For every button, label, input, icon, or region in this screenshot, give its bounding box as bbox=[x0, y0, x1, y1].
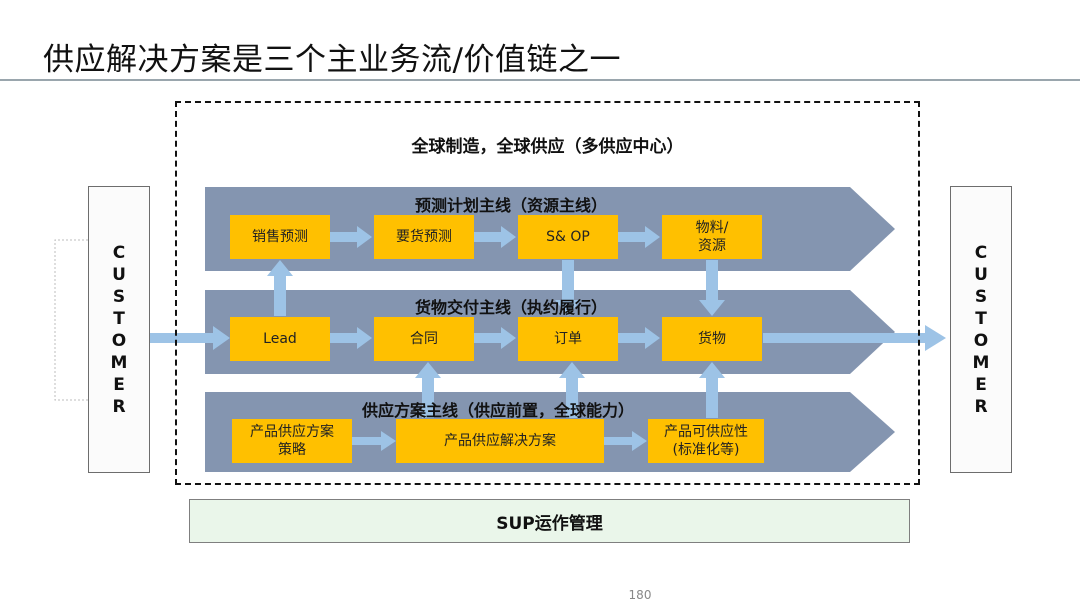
title-divider bbox=[0, 79, 1080, 81]
supply-lane-title: 供应方案主线（供应前置，全球能力） bbox=[362, 401, 635, 420]
customer-left-letter: C bbox=[112, 242, 126, 263]
page-number: 180 bbox=[628, 588, 652, 602]
customer-left-box: C U S T O M E R bbox=[88, 186, 150, 473]
customer-right-letter: E bbox=[975, 374, 987, 395]
customer-right-letter: U bbox=[974, 264, 988, 285]
frame-caption: 全球制造，全球供应（多供应中心） bbox=[411, 137, 684, 157]
customer-left-letter: U bbox=[112, 264, 126, 285]
goods-box: 货物 bbox=[662, 317, 762, 361]
delivery-lane-arrows bbox=[150, 325, 946, 351]
customer-right-letter: C bbox=[974, 242, 988, 263]
left-connector-lines bbox=[54, 239, 88, 401]
customer-left-letter: E bbox=[113, 374, 125, 395]
vertical-arrows bbox=[267, 260, 725, 418]
page-title: 供应解决方案是三个主业务流/价值链之一 bbox=[43, 42, 621, 78]
sop-box: S& OP bbox=[518, 215, 618, 259]
customer-right-letter: S bbox=[974, 286, 988, 307]
supply-lane-arrows bbox=[351, 431, 647, 451]
customer-left-letter: T bbox=[113, 308, 125, 329]
supply-solution-box: 产品供应解决方案 bbox=[396, 419, 604, 463]
plan-lane-title: 预测计划主线（资源主线） bbox=[415, 196, 608, 215]
supply-availability-box: 产品可供应性 (标准化等) bbox=[648, 419, 764, 463]
supply-strategy-box: 产品供应方案 策略 bbox=[232, 419, 352, 463]
customer-left-letter: S bbox=[112, 286, 126, 307]
customer-left-letter: M bbox=[110, 352, 128, 373]
sup-operations-box: SUP运作管理 bbox=[189, 499, 910, 543]
demand-forecast-box: 要货预测 bbox=[374, 215, 474, 259]
contract-box: 合同 bbox=[374, 317, 474, 361]
customer-left-letter: R bbox=[112, 396, 126, 417]
sales-forecast-box: 销售预测 bbox=[230, 215, 330, 259]
global-supply-frame bbox=[175, 101, 920, 485]
plan-lane-arrows bbox=[329, 226, 660, 248]
customer-right-letter: T bbox=[975, 308, 987, 329]
customer-left-letter: O bbox=[111, 330, 127, 351]
customer-right-letter: R bbox=[974, 396, 988, 417]
delivery-lane-title: 货物交付主线（执约履行） bbox=[415, 298, 608, 317]
material-resource-box: 物料/ 资源 bbox=[662, 215, 762, 259]
customer-right-letter: M bbox=[972, 352, 990, 373]
customer-right-box: C U S T O M E R bbox=[950, 186, 1012, 473]
lead-box: Lead bbox=[230, 317, 330, 361]
customer-right-letter: O bbox=[973, 330, 989, 351]
order-box: 订单 bbox=[518, 317, 618, 361]
